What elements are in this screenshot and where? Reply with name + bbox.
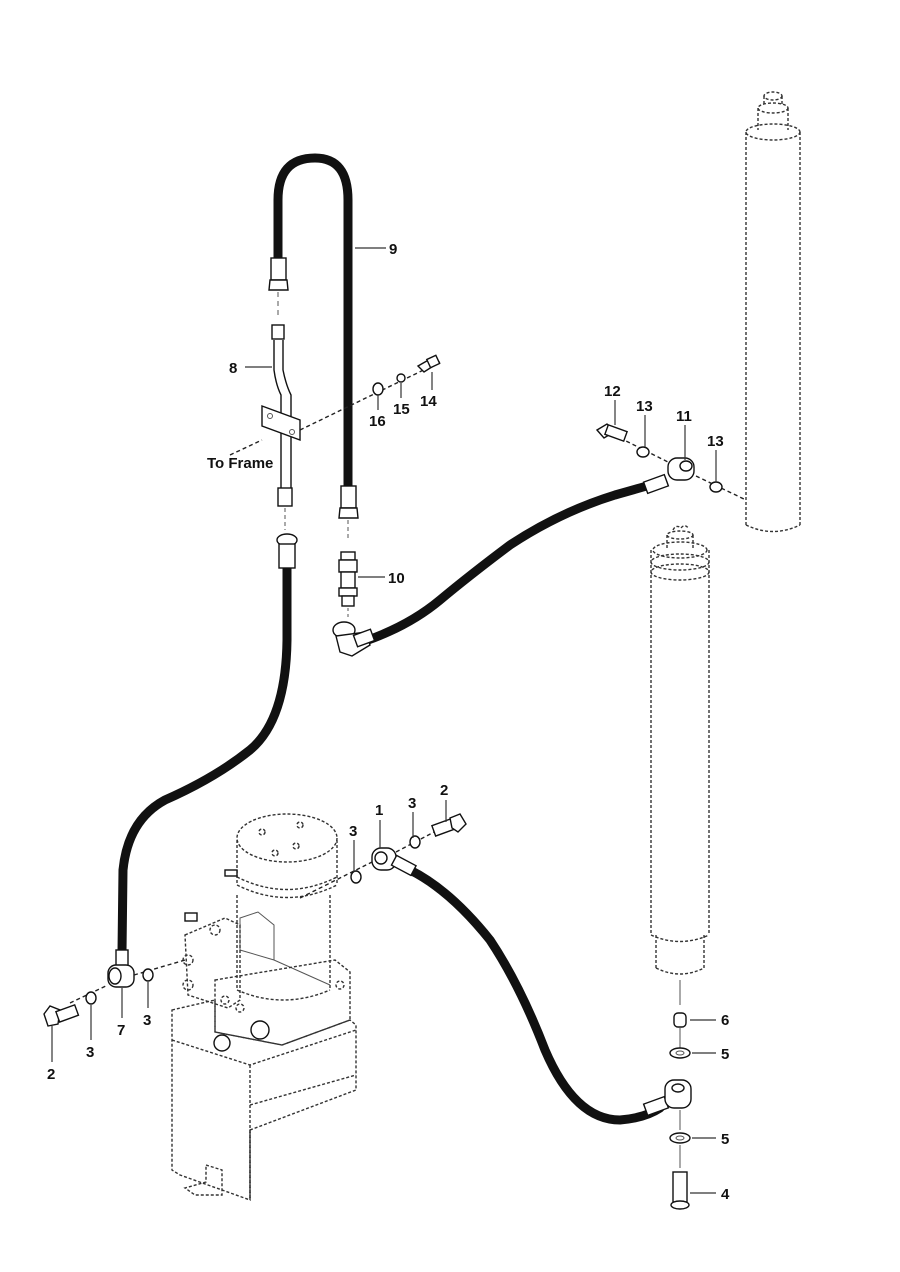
adapter-10 bbox=[338, 551, 358, 620]
callout-8: 8 bbox=[229, 360, 237, 377]
callout-2-left: 2 bbox=[47, 1066, 55, 1083]
washer-3-left-of-7 bbox=[85, 991, 97, 1005]
washer-13-right bbox=[709, 481, 723, 493]
washer-13-left bbox=[636, 446, 650, 458]
power-unit bbox=[171, 813, 357, 1201]
banjo-bolt-4 bbox=[670, 1171, 690, 1210]
upper-cylinder bbox=[745, 91, 801, 533]
washer-16 bbox=[372, 382, 384, 396]
callout-6: 6 bbox=[721, 1012, 729, 1029]
hose-upper-fitting bbox=[276, 533, 298, 569]
banjo-bolt-12 bbox=[595, 423, 629, 443]
callout-13-right: 13 bbox=[707, 433, 724, 450]
hose-to-fitting-7 bbox=[117, 560, 292, 957]
washer-3-right-of-7 bbox=[142, 968, 154, 982]
lock-washer-15 bbox=[396, 373, 406, 383]
callout-1: 1 bbox=[375, 802, 383, 819]
callout-3-right-of-7: 3 bbox=[143, 1012, 151, 1029]
banjo-fitting-11 bbox=[642, 457, 695, 495]
callout-15: 15 bbox=[393, 401, 410, 418]
washer-3-left-of-1 bbox=[350, 870, 362, 884]
washer-3-right-of-1 bbox=[409, 835, 421, 849]
plug-6 bbox=[673, 1012, 687, 1028]
washer-5-lower bbox=[669, 1132, 691, 1144]
banjo-fitting-1 bbox=[371, 847, 418, 877]
hose-9-left-fitting bbox=[268, 257, 289, 318]
callout-7: 7 bbox=[117, 1022, 125, 1039]
leader-lines bbox=[51, 247, 717, 1194]
callout-3-top-left: 3 bbox=[349, 823, 357, 840]
to-frame-note: To Frame bbox=[207, 455, 273, 472]
tube-8 bbox=[261, 324, 301, 530]
banjo-fitting-7 bbox=[107, 964, 135, 988]
banjo-bolt-2-left bbox=[43, 1003, 80, 1027]
hose-11 bbox=[363, 480, 655, 645]
callout-3-left-of-7: 3 bbox=[86, 1044, 94, 1061]
hose-9-right-fitting bbox=[338, 485, 359, 538]
hose-9 bbox=[273, 153, 353, 493]
banjo-bolt-2-right bbox=[430, 813, 467, 837]
hose-1 bbox=[405, 865, 665, 1125]
callout-16: 16 bbox=[369, 413, 386, 430]
callout-3-top-right: 3 bbox=[408, 795, 416, 812]
banjo-fitting-lower bbox=[642, 1079, 692, 1117]
callout-14: 14 bbox=[420, 393, 437, 410]
callout-2-right: 2 bbox=[440, 782, 448, 799]
callout-12: 12 bbox=[604, 383, 621, 400]
callout-10: 10 bbox=[388, 570, 405, 587]
callout-13-left: 13 bbox=[636, 398, 653, 415]
callout-4: 4 bbox=[721, 1186, 730, 1203]
washer-5-upper bbox=[669, 1047, 691, 1059]
callout-5-lower: 5 bbox=[721, 1131, 729, 1148]
bolt-14 bbox=[416, 354, 441, 373]
callout-9: 9 bbox=[389, 241, 397, 258]
lower-cylinder bbox=[650, 525, 710, 1005]
elbow-fitting bbox=[332, 621, 376, 657]
callout-11: 11 bbox=[676, 408, 692, 425]
callout-5-upper: 5 bbox=[721, 1046, 729, 1063]
